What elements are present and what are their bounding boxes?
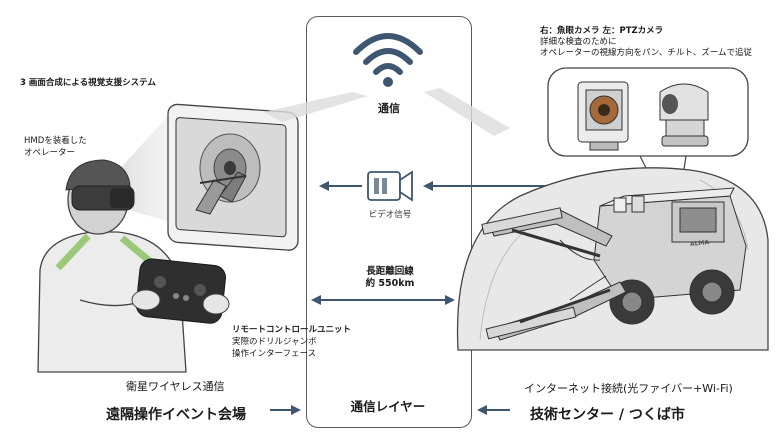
ptz-camera-icon bbox=[659, 83, 709, 147]
operator-figure bbox=[37, 159, 230, 373]
drill-jumbo-machine bbox=[481, 187, 747, 341]
left-site-label: 遠隔操作イベント会場 bbox=[106, 407, 246, 423]
camera-line2: オペレーターの視線方向をパン、チルト、ズームで追従 bbox=[540, 48, 752, 58]
operator-label-line1: HMDを装着した bbox=[24, 136, 87, 146]
remote-control-line1: 実際のドリルジャンボ bbox=[232, 337, 317, 347]
distance-label: 長距離回線 約 550km bbox=[340, 266, 440, 290]
fisheye-camera-icon bbox=[577, 81, 629, 151]
remote-control-label: リモートコントロールユニット 実際のドリルジャンボ 操作インターフェース bbox=[232, 324, 351, 360]
right-link-label: インターネット接続(光ファイバー+Wi-Fi) bbox=[524, 382, 733, 395]
left-link-label: 衛星ワイヤレス通信 bbox=[126, 380, 225, 393]
remote-control-title: リモートコントロールユニット bbox=[232, 325, 352, 335]
operator-label-line2: オペレーター bbox=[24, 148, 76, 158]
system-title: 3 画面合成による視覚支援システム bbox=[20, 78, 156, 88]
right-site-label: 技術センター / つくば市 bbox=[530, 407, 685, 423]
distance-line2: 約 550km bbox=[365, 278, 415, 289]
camera-line1: 詳細な検査のために bbox=[540, 37, 617, 47]
operator-label: HMDを装着した オペレーター bbox=[24, 135, 87, 159]
video-camera-icon bbox=[367, 170, 413, 202]
camera-title: 右：魚眼カメラ 左：PTZカメラ bbox=[540, 26, 664, 36]
hmd-screen-panel bbox=[167, 103, 299, 251]
comm-label: 通信 bbox=[378, 102, 400, 115]
distance-line1: 長距離回線 bbox=[366, 266, 414, 277]
video-signal-label: ビデオ信号 bbox=[368, 210, 412, 220]
wifi-icon bbox=[353, 33, 423, 87]
remote-control-line2: 操作インターフェース bbox=[232, 349, 317, 359]
layer-label: 通信レイヤー bbox=[350, 399, 426, 414]
signal-beam-right bbox=[424, 88, 510, 136]
camera-description: 右：魚眼カメラ 左：PTZカメラ 詳細な検査のために オペレーターの視線方向をパ… bbox=[540, 26, 752, 59]
signal-beam-left bbox=[264, 92, 368, 122]
